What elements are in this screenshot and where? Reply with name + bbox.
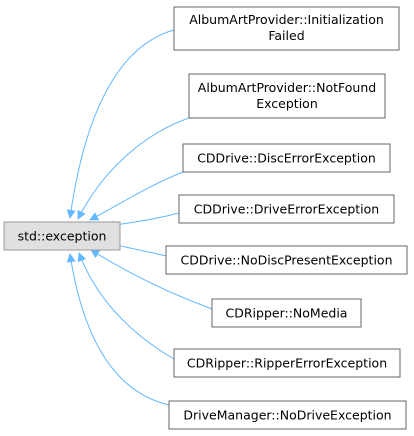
node-label: DriveManager::NoDriveException xyxy=(183,408,391,423)
edge-cd-ripper-ripper-error-exception xyxy=(77,252,175,360)
node-album-art-provider-not-found-exception[interactable]: AlbumArtProvider::NotFound Exception xyxy=(188,73,386,119)
edge-cd-drive-disc-error-exception xyxy=(89,171,184,221)
node-drive-manager-no-drive-exception[interactable]: DriveManager::NoDriveException xyxy=(168,400,407,430)
node-label: CDDrive::DiscErrorException xyxy=(197,151,376,166)
node-label: CDDrive::DriveErrorException xyxy=(194,202,379,217)
node-cd-ripper-no-media[interactable]: CDRipper::NoMedia xyxy=(211,298,362,328)
node-label: CDRipper::RipperErrorException xyxy=(187,356,387,371)
edge-album-art-provider-initialization-failed xyxy=(66,29,175,219)
node-label-line-1: AlbumArtProvider::Initialization xyxy=(189,12,384,27)
node-label: CDDrive::NoDiscPresentException xyxy=(181,253,393,268)
node-album-art-provider-initialization-failed[interactable]: AlbumArtProvider::Initialization Failed xyxy=(173,6,400,51)
edge-drive-manager-no-drive-exception xyxy=(66,253,170,406)
node-cd-ripper-ripper-error-exception[interactable]: CDRipper::RipperErrorException xyxy=(173,348,401,378)
edge-cd-ripper-no-media xyxy=(90,249,213,310)
node-cd-drive-no-disc-present-exception[interactable]: CDDrive::NoDiscPresentException xyxy=(165,245,408,275)
node-label: CDRipper::NoMedia xyxy=(226,306,348,321)
edge-album-art-provider-not-found-exception xyxy=(77,117,190,220)
node-label-line-2: Exception xyxy=(256,96,318,111)
node-cd-drive-drive-error-exception[interactable]: CDDrive::DriveErrorException xyxy=(178,194,395,224)
node-std-exception[interactable]: std::exception xyxy=(3,221,121,251)
node-cd-drive-disc-error-exception[interactable]: CDDrive::DiscErrorException xyxy=(182,143,391,173)
inheritance-edges xyxy=(66,29,213,406)
node-label-line-1: AlbumArtProvider::NotFound xyxy=(198,80,376,95)
node-std-exception-label: std::exception xyxy=(18,229,107,244)
node-label-line-2: Failed xyxy=(268,28,304,43)
